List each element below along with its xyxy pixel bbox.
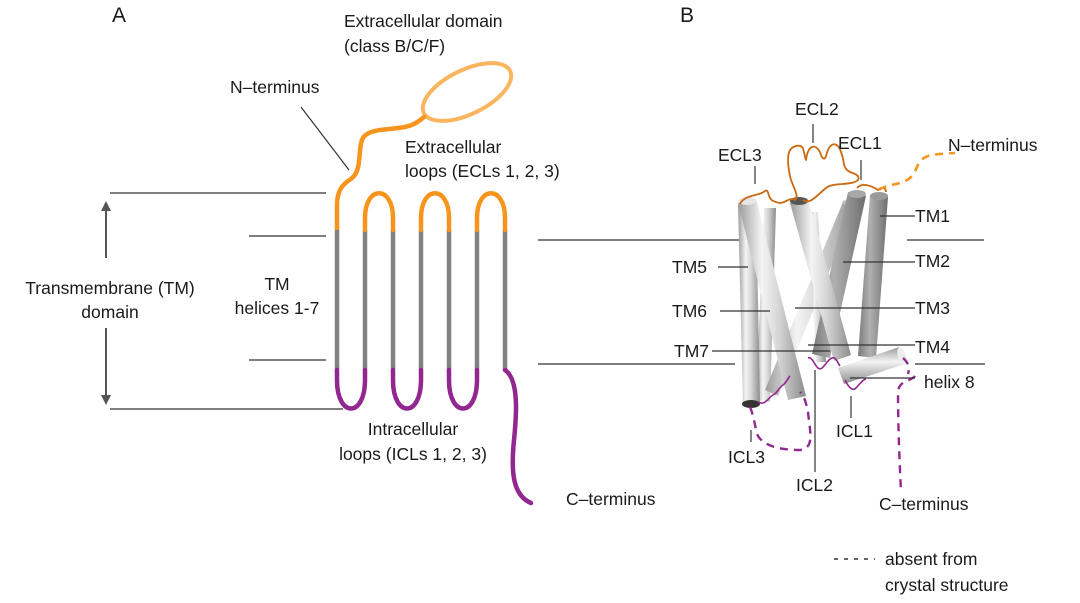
panel-b: B xyxy=(538,4,1038,514)
n-terminus-label-a: N–terminus xyxy=(230,77,320,97)
n-terminus-chain-a xyxy=(334,114,427,233)
helix-tm1 xyxy=(858,192,888,358)
legend: absent from crystal structure xyxy=(834,549,1009,595)
ecl1-loop-b xyxy=(856,184,887,193)
icl3-solid-b xyxy=(757,375,791,404)
panel-a-label: A xyxy=(112,4,126,27)
n-terminus-leader-a xyxy=(300,106,350,171)
extracellular-domain-label-line2: (class B/C/F) xyxy=(344,36,445,56)
ecl3-label: ECL3 xyxy=(718,145,762,165)
n-terminus-label-b: N–terminus xyxy=(948,135,1038,155)
icl1-label: ICL1 xyxy=(836,421,873,441)
tm-helices-label-line2: helices 1-7 xyxy=(235,298,320,318)
tm3-label: TM3 xyxy=(915,298,950,318)
ecl-label-line2: loops (ECLs 1, 2, 3) xyxy=(405,161,560,181)
helix-tm6 xyxy=(738,197,806,400)
icl3-dashed-b xyxy=(748,391,812,452)
c-terminus-dashed-b xyxy=(896,375,916,493)
extracellular-domain-label-line1: Extracellular domain xyxy=(344,11,503,31)
legend-text-line2: crystal structure xyxy=(885,575,1009,595)
helix8-end-dashed-b xyxy=(902,357,910,375)
ecl-loops-a xyxy=(362,191,508,233)
ecl-loops-b xyxy=(739,143,860,205)
c-terminus-chain-a xyxy=(502,367,534,506)
tm2-label: TM2 xyxy=(915,251,950,271)
icl-loops-a xyxy=(334,367,480,411)
helix8-label: helix 8 xyxy=(924,372,975,392)
panel-b-label: B xyxy=(680,4,694,27)
tm-domain-label-line1: Transmembrane (TM) xyxy=(25,278,195,298)
tm5-label: TM5 xyxy=(672,257,707,277)
c-terminus-label-b: C–terminus xyxy=(879,494,969,514)
tm6-label: TM6 xyxy=(672,301,707,321)
tm-helices-a xyxy=(334,230,508,370)
ecl1-label: ECL1 xyxy=(838,133,882,153)
extracellular-domain-shape xyxy=(420,61,514,123)
tm4-label: TM4 xyxy=(915,337,950,357)
icl1-solid-b xyxy=(844,378,867,391)
ecl2-label: ECL2 xyxy=(795,99,839,119)
ecl-label-line1: Extracellular xyxy=(405,137,501,157)
icl-label-line1: Intracellular xyxy=(368,419,459,439)
tm1-label: TM1 xyxy=(915,206,950,226)
icl-label-line2: loops (ICLs 1, 2, 3) xyxy=(339,444,487,464)
n-terminus-dashed-b xyxy=(878,151,956,192)
icl2-solid-b xyxy=(807,356,841,370)
panel-a: A Transmembrane (TM) domain TM helices 1… xyxy=(25,4,655,509)
icl3-label: ICL3 xyxy=(728,447,765,467)
c-terminus-label-a: C–terminus xyxy=(566,489,656,509)
icl2-label: ICL2 xyxy=(796,475,833,495)
tm-domain-label-line2: domain xyxy=(81,302,138,322)
tm-helices-label-line1: TM xyxy=(264,274,289,294)
legend-text-line1: absent from xyxy=(885,549,977,569)
tm7-label: TM7 xyxy=(674,341,709,361)
tm-domain-arrow xyxy=(101,201,111,405)
